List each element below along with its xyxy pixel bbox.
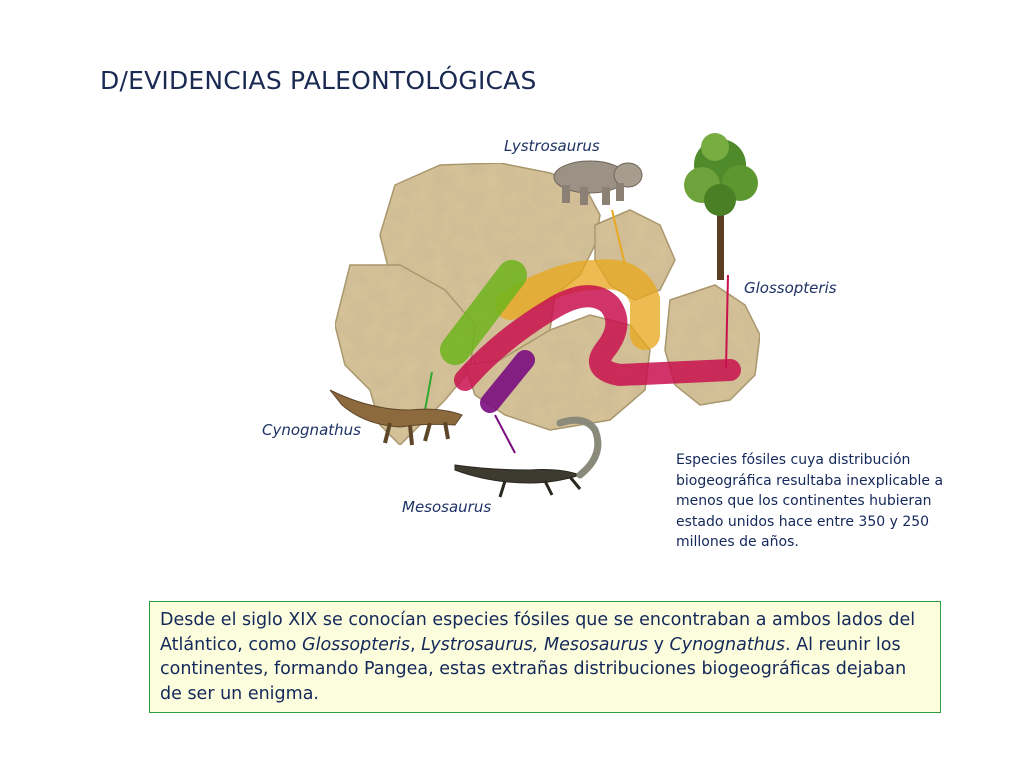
continent-australia [664, 284, 761, 406]
note-species-cynognathus: Cynognathus [669, 634, 785, 655]
note-species-mesosaurus: Mesosaurus [544, 634, 649, 655]
leader-lines [424, 209, 729, 454]
summary-note-text: Desde el siglo XIX se conocían especies … [160, 608, 930, 706]
figure-description: Especies fósiles cuya distribución bioge… [676, 452, 944, 550]
note-separator: y [648, 634, 670, 655]
glossopteris-leader [725, 274, 729, 369]
mesosaurus-illustration [454, 416, 602, 498]
mesosaurus-leader [494, 414, 516, 454]
note-separator: , [410, 634, 422, 655]
summary-note-box: Desde el siglo XIX se conocían especies … [149, 601, 941, 713]
lystrosaurus-leader [611, 209, 626, 266]
mesosaurus-band [480, 350, 535, 413]
lystrosaurus-illustration [553, 160, 643, 205]
label-lystrosaurus: Lystrosaurus [504, 137, 600, 155]
note-text-part: . Al reunir los continentes, formando Pa… [160, 634, 907, 704]
gondwana-fossil-map [329, 133, 761, 498]
glossopteris-band [454, 285, 741, 391]
note-species-glossopteris: Glossopteris [302, 634, 411, 655]
cynognathus-band [440, 260, 527, 365]
note-text-part: Desde el siglo XIX se conocían especies … [160, 610, 916, 655]
lystrosaurus-band [495, 259, 660, 350]
label-cynognathus: Cynognathus [262, 421, 361, 439]
note-species-lystrosaurus: Lystrosaurus, [421, 634, 539, 655]
fossil-bands [440, 259, 741, 413]
cynognathus-leader [424, 371, 433, 411]
glossopteris-tree-illustration [684, 133, 758, 280]
slide-title: D/EVIDENCIAS PALEONTOLÓGICAS [100, 66, 537, 95]
cynognathus-illustration [329, 389, 463, 446]
label-glossopteris: Glossopteris [744, 279, 837, 297]
label-mesosaurus: Mesosaurus [402, 498, 492, 516]
